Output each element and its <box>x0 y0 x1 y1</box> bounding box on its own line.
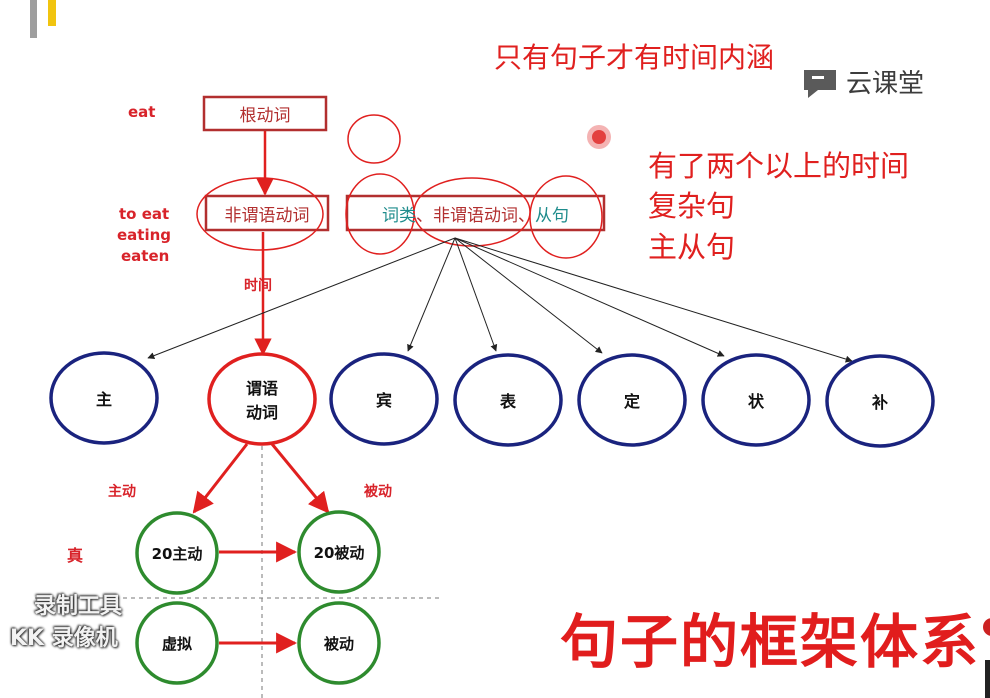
arrow-to-adverbial <box>454 237 725 357</box>
node-adverbial: 状 <box>747 392 764 411</box>
label-to-eat: to eat <box>119 205 170 223</box>
recorder-watermark-line2: KK 录像机 <box>10 626 118 651</box>
cloud-class-logo-icon <box>804 70 836 98</box>
node-active20: 20主动 <box>151 544 203 563</box>
node-predicate-circle <box>207 352 317 446</box>
node-object: 宾 <box>375 391 392 410</box>
group-wordclass: 词类 <box>382 205 416 226</box>
edge-dark-mark <box>985 660 990 698</box>
note-line3: 主从句 <box>648 230 736 264</box>
hand-circle-clause <box>529 175 603 259</box>
label-eaten: eaten <box>121 247 170 265</box>
node-complement-pred: 表 <box>499 392 516 411</box>
group-sep1: 、 <box>416 205 433 226</box>
group-nonfinite: 非谓语动词 <box>433 205 518 226</box>
root-verb-box <box>202 95 328 132</box>
node-predicate-line1: 谓语 <box>245 379 278 398</box>
arrow-predicate-to-passive <box>270 443 330 514</box>
node-passive-circle <box>297 601 381 685</box>
node-complement: 补 <box>871 393 888 412</box>
page-title: 句子的框架体系 <box>560 608 981 676</box>
hand-circle-nonfinite-left <box>196 177 324 251</box>
corner-mark-yellow <box>48 0 56 26</box>
arrow-to-subject <box>147 237 456 359</box>
arrow-to-complement-pred <box>454 237 498 352</box>
node-passive20: 20被动 <box>313 543 365 562</box>
note-top: 只有句子才有时间内涵 <box>494 41 775 74</box>
corner-mark-gray <box>30 0 37 38</box>
node-passive: 被动 <box>323 634 354 653</box>
note-line2: 复杂句 <box>648 189 736 223</box>
label-time: 时间 <box>244 278 272 294</box>
node-predicate: 谓语 动词 <box>209 354 315 444</box>
label-eat: eat <box>128 103 156 121</box>
node-active20-circle <box>135 511 219 595</box>
arrow-to-attribute <box>454 237 603 354</box>
node-complement-pred-circle <box>453 353 563 447</box>
hand-circle-empty <box>347 114 401 164</box>
group-sep2: 、 <box>518 205 535 226</box>
node-virtual: 虚拟 <box>161 634 192 653</box>
arrow-to-object <box>407 237 456 352</box>
node-adverbial-circle <box>701 353 811 447</box>
node-virtual-circle <box>135 601 219 685</box>
node-predicate-line2: 动词 <box>245 403 278 422</box>
node-attribute: 定 <box>623 392 640 411</box>
group-text: 词类、非谓语动词、从句 <box>347 196 604 230</box>
edge-red-mark <box>983 618 990 636</box>
node-complement-circle <box>825 354 935 448</box>
label-eating: eating <box>117 226 172 244</box>
label-real: 真 <box>67 546 84 565</box>
watermark-text: 云课堂 <box>846 69 925 99</box>
label-active: 主动 <box>108 484 136 500</box>
nonfinite-box <box>204 194 330 232</box>
node-attribute-circle <box>577 353 687 447</box>
arrow-predicate-to-active <box>192 443 249 514</box>
root-verb-text: 根动词 <box>239 106 291 126</box>
node-object-circle <box>329 352 439 446</box>
note-line1: 有了两个以上的时间 <box>648 149 910 183</box>
node-subject-circle <box>49 351 159 445</box>
pointer-dot <box>592 130 606 144</box>
group-clause: 从句 <box>535 205 569 226</box>
group-box <box>345 194 606 232</box>
nonfinite-text: 非谓语动词 <box>224 205 310 226</box>
label-passive: 被动 <box>364 484 392 500</box>
arrow-to-complement <box>454 237 853 363</box>
recorder-watermark-line1: 录制工具 <box>34 594 123 619</box>
node-passive20-circle <box>297 510 381 594</box>
node-subject: 主 <box>95 390 112 409</box>
